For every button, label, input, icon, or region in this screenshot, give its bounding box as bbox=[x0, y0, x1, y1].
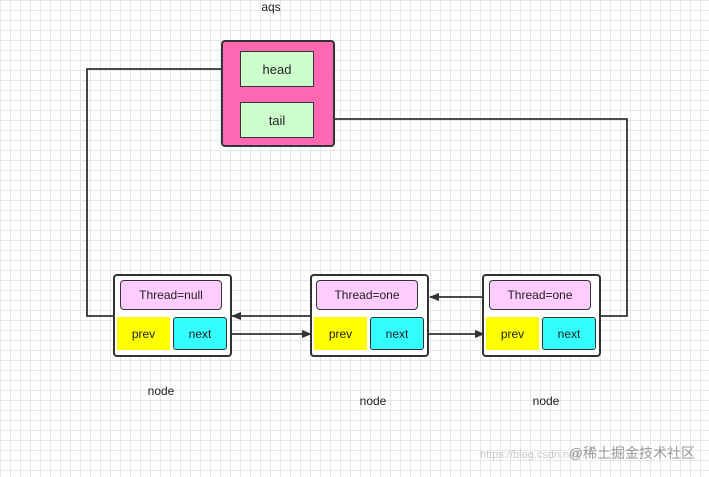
node-2-label: node bbox=[359, 394, 387, 408]
node-3-prev: prev bbox=[486, 317, 539, 350]
node-1-thread: Thread=null bbox=[120, 280, 222, 310]
head-pointer-arrow bbox=[86, 65, 240, 317]
node-1-next: next bbox=[173, 317, 227, 350]
node-3-label: node bbox=[532, 394, 560, 408]
node-2-thread: Thread=one bbox=[316, 280, 418, 310]
aqs-title: aqs bbox=[261, 0, 281, 14]
node-1-prev: prev bbox=[117, 317, 170, 350]
watermark-url: https://blog.csdn.net/... bbox=[480, 449, 591, 461]
node-1-label: node bbox=[147, 384, 175, 398]
node-2-next: next bbox=[370, 317, 424, 350]
tail-field: tail bbox=[240, 102, 314, 138]
watermark-text: @稀土掘金技术社区 bbox=[568, 445, 695, 461]
node-3-thread: Thread=one bbox=[489, 280, 591, 310]
tail-pointer-arrow bbox=[316, 115, 628, 317]
node-2-prev: prev bbox=[314, 317, 367, 350]
head-field: head bbox=[240, 51, 314, 87]
node-3-next: next bbox=[542, 317, 596, 350]
